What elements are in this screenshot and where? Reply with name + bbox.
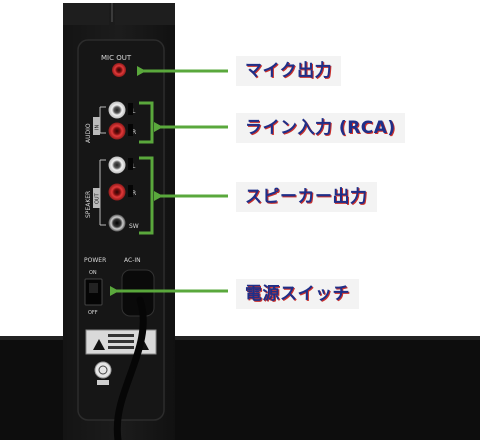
- speaker-out-r-label: R: [132, 190, 136, 197]
- plug-4: [128, 185, 133, 197]
- audio-in-badge-text: IN: [95, 125, 101, 130]
- line-in-l-label: L: [132, 108, 136, 115]
- switch-off-label: OFF: [88, 310, 98, 316]
- ac-inlet: [121, 269, 155, 317]
- top-left-tab: [63, 3, 109, 25]
- plug-1: [128, 103, 133, 115]
- audio-label: AUDIO: [85, 123, 92, 143]
- speaker-out-right-jack: [108, 183, 126, 201]
- audio-in-badge: [93, 117, 100, 135]
- speaker-out-left-jack: [108, 156, 126, 174]
- speaker-out-sw-label: SW: [129, 223, 139, 230]
- plug-2: [128, 124, 133, 136]
- speaker-out-badge-text: OUT: [95, 192, 101, 204]
- speaker-out-sw-jack: [108, 214, 126, 232]
- power-label: POWER: [84, 257, 106, 264]
- callout-speaker-out: スピーカー出力: [236, 182, 377, 212]
- top-right-tab: [115, 3, 175, 25]
- mic-out-jack: [112, 63, 126, 77]
- speaker-out-l-label: L: [132, 163, 136, 170]
- power-cord: [113, 296, 147, 440]
- switch-on-label: ON: [89, 270, 97, 276]
- mic-out-label: MIC OUT: [101, 54, 132, 62]
- line-in-left-jack: [108, 101, 126, 119]
- plug-3: [128, 158, 133, 170]
- speaker-out-bracket: [139, 156, 154, 235]
- line-in-bracket: [139, 101, 154, 144]
- callout-mic-out: マイク出力: [236, 56, 342, 86]
- ac-in-label: AC-IN: [124, 257, 141, 264]
- certification-mark: [94, 361, 112, 379]
- line-in-r-label: R: [132, 129, 136, 136]
- callout-power-switch: 電源スイッチ: [236, 279, 359, 309]
- callout-line-in: ライン入力 (RCA): [236, 113, 405, 143]
- speaker-label: SPEAKER: [85, 191, 92, 218]
- speaker-out-badge: [93, 188, 100, 208]
- line-in-right-jack: [108, 122, 126, 140]
- table-edge: [0, 336, 480, 340]
